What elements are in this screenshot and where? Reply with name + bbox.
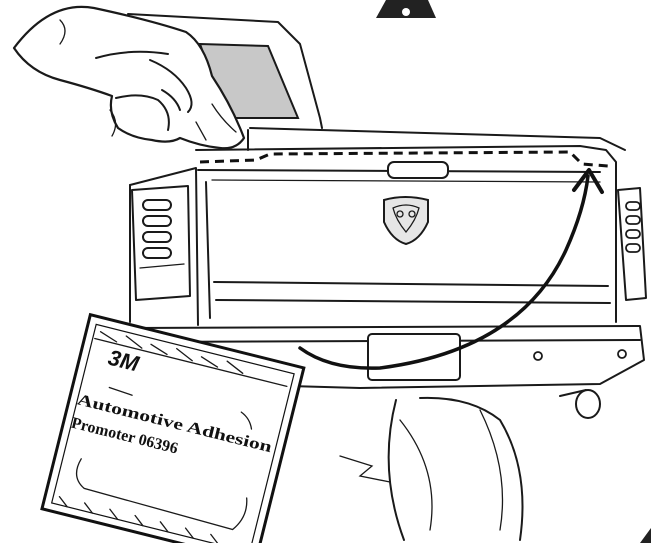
- adhesion-promoter-packet: 3M Automotive Adhesion Promoter 06396: [42, 315, 304, 543]
- tailgate: [196, 146, 616, 322]
- rear-tire: [340, 398, 523, 540]
- left-tail-light: [132, 186, 190, 300]
- tailgate-handle: [388, 162, 448, 178]
- gloved-hand-with-wipe-icon: [14, 7, 244, 148]
- exhaust-pipe: [560, 390, 600, 418]
- corner-mark: [640, 528, 651, 543]
- ram-emblem-icon: [384, 197, 428, 244]
- right-tail-light: [618, 188, 646, 300]
- license-plate-recess: [368, 334, 460, 380]
